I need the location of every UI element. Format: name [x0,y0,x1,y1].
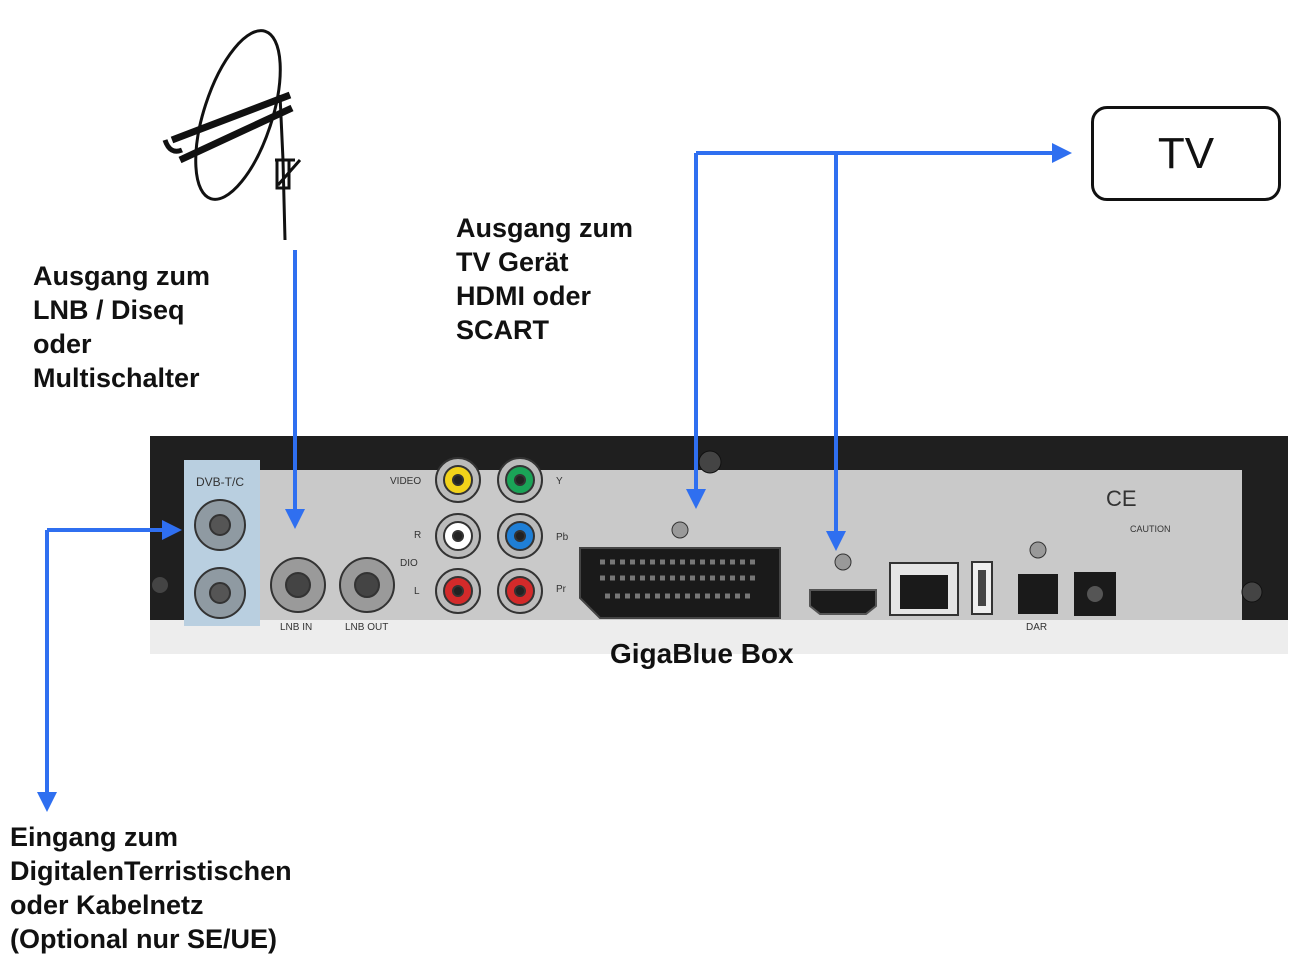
terrestrial-input-label: Eingang zum DigitalenTerristischen oder … [10,822,292,954]
y-label: Y [556,476,563,487]
satellite-dish-icon [162,29,302,241]
r-label: R [414,530,421,541]
scart-port-icon [579,521,781,619]
optical-and-power-ports [1018,541,1116,616]
ce-mark: CE [1106,486,1137,511]
rca-jacks [435,457,543,614]
pr-label: Pr [556,584,567,595]
video-label: VIDEO [390,476,421,487]
caution-label: CAUTION [1130,524,1171,534]
connection-arrows [37,143,1072,812]
lnb-in-label: LNB IN [280,622,312,633]
l-label: L [414,586,420,597]
tv-output-label: Ausgang zum TV Gerät HDMI oder SCART [456,213,634,345]
spdif-label: DAR [1026,622,1047,633]
ethernet-port-icon [889,562,959,616]
tv-label: TV [1157,128,1215,178]
lnb-output-label: Ausgang zum LNB / Diseq oder Multischalt… [33,261,211,393]
receiver-chassis [150,436,1288,654]
usb-port-icon [971,561,993,615]
tv-box: TV [1091,106,1281,201]
device-caption: GigaBlue Box [610,638,794,669]
antenna-connectors [194,499,395,619]
dvb-label: DVB-T/C [196,475,244,489]
pb-label: Pb [556,532,569,543]
dio-label: DIO [400,558,418,569]
lnb-out-label: LNB OUT [345,622,388,633]
hdmi-port-icon [809,553,877,615]
